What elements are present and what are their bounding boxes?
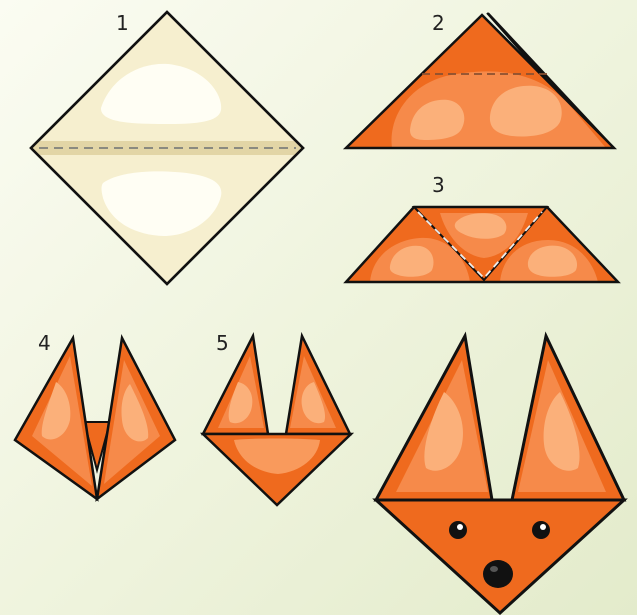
step-number: 4 — [38, 331, 51, 355]
step-2: 2 — [346, 11, 614, 148]
step-3: 3 — [346, 173, 618, 282]
step-number: 1 — [116, 11, 129, 35]
fox-nose — [483, 560, 513, 588]
right-eye — [532, 521, 550, 539]
left-eye — [449, 521, 467, 539]
step-4: 4 — [15, 331, 175, 499]
step-number: 3 — [432, 173, 445, 197]
final-fox — [376, 336, 624, 613]
step-5: 5 — [203, 331, 351, 505]
step-number: 2 — [432, 11, 445, 35]
step-1: 1 — [31, 11, 303, 284]
fox-head — [376, 500, 624, 613]
step-number: 5 — [216, 331, 229, 355]
